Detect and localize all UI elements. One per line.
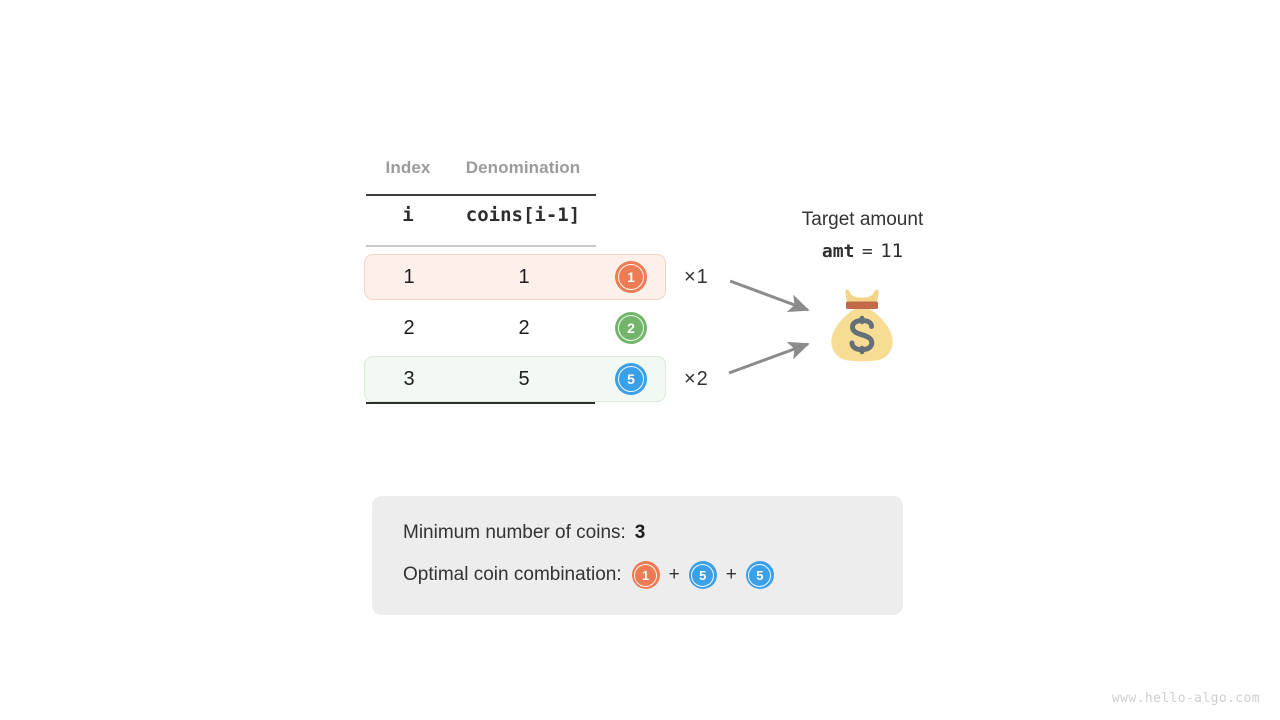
coin-token: 5: [615, 363, 647, 395]
column-var-denomination: coins[i-1]: [465, 204, 581, 226]
plus-sign-2: +: [725, 564, 737, 585]
table-bottom-rule: [366, 402, 595, 404]
min-coins-value: 3: [634, 522, 646, 543]
multiplier-row-3: ×2: [684, 368, 709, 390]
combination-coin-2-label: 5: [699, 567, 707, 583]
table-header-rule-top: [366, 194, 596, 196]
coin-token-label: 2: [627, 320, 635, 336]
optimal-combination-line: Optimal coin combination: 1 + 5 + 5: [403, 558, 774, 592]
flow-arrows: [728, 279, 810, 375]
cell-denomination: 1: [518, 265, 530, 288]
combination-coin-2: 5: [688, 561, 717, 589]
cell-coin: 1: [597, 261, 665, 293]
combination-coin-3: 5: [745, 561, 774, 589]
table-header-rule-bottom: [366, 245, 596, 247]
optimal-combination-label: Optimal coin combination:: [403, 564, 622, 585]
arrow-coin-5-to-bag: [728, 341, 810, 375]
coin-token: 2: [615, 312, 647, 344]
min-coins-line: Minimum number of coins: 3: [403, 518, 645, 548]
column-header-index: Index: [385, 158, 431, 177]
dollar-sign-curve: [849, 317, 875, 353]
min-coins-label: Minimum number of coins:: [403, 522, 626, 543]
site-watermark: www.hello-algo.com: [1111, 691, 1260, 706]
cell-denomination: 5: [518, 367, 530, 390]
coin-token-label: 1: [627, 269, 635, 285]
combination-coin-3-label: 5: [756, 567, 764, 583]
coins-table-header: Index Denomination i coins[i-1]: [366, 158, 596, 247]
target-amount-block: Target amount amt = 11: [755, 206, 970, 270]
column-var-index: i: [402, 204, 414, 226]
table-row[interactable]: 2 2 2: [364, 305, 666, 351]
target-amount-expression: amt = 11: [755, 234, 970, 270]
bag-top-knot: [845, 289, 879, 303]
target-value: 11: [880, 240, 904, 262]
result-panel: Minimum number of coins: 3 Optimal coin …: [372, 496, 903, 615]
multiplier-row-1: ×1: [684, 266, 709, 288]
cell-coin: 2: [597, 312, 665, 344]
coin-token-label: 5: [627, 371, 635, 387]
cell-coin: 5: [597, 363, 665, 395]
table-variable-header-row: i coins[i-1]: [366, 196, 596, 240]
cell-index: 2: [403, 316, 415, 339]
table-group-header-row: Index Denomination: [366, 158, 596, 188]
arrow-coin-1-to-bag: [729, 279, 810, 313]
coin-token: 1: [615, 261, 647, 293]
cell-denomination: 2: [518, 316, 530, 339]
money-bag-icon: [831, 289, 893, 362]
target-var-name: amt: [821, 241, 855, 262]
cell-index: 3: [403, 367, 415, 390]
table-row[interactable]: 1 1 1: [364, 254, 666, 300]
cell-index: 1: [403, 265, 415, 288]
table-row[interactable]: 3 5 5: [364, 356, 666, 402]
bag-band: [846, 301, 878, 309]
target-amount-label: Target amount: [801, 209, 924, 230]
coins-table-body: 1 1 1 2 2 2 3 5 5: [364, 254, 666, 407]
combination-coin-1-label: 1: [641, 567, 650, 583]
combination-coin-1: 1: [631, 561, 660, 589]
column-header-denomination: Denomination: [465, 158, 581, 177]
plus-sign-1: +: [668, 564, 680, 585]
optimal-combination-coins: 1 + 5 + 5: [631, 561, 774, 589]
target-operator: =: [861, 241, 873, 262]
